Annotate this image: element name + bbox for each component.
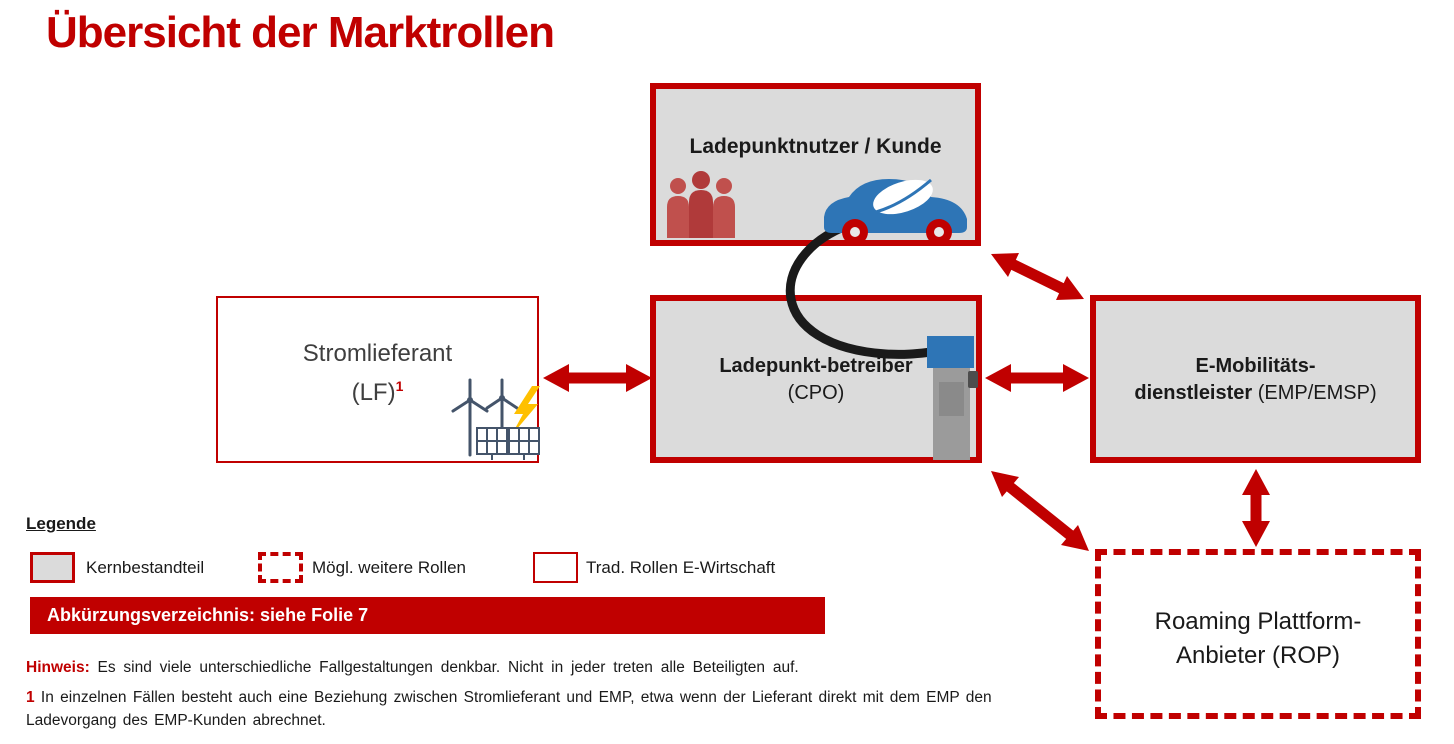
legend-label-weitere-rollen: Mögl. weitere Rollen: [312, 558, 467, 577]
cpo-line1: Ladepunkt-betreiber: [719, 355, 913, 377]
box-emobilitaetsdienstleister: E-Mobilitäts- dienstleister (EMP/EMSP): [1090, 295, 1421, 463]
legend-swatch-weitere-rollen: [258, 552, 303, 583]
arrow-cpo-emp-icon: [985, 364, 1089, 392]
box-emp-label: E-Mobilitäts- dienstleister (EMP/EMSP): [1096, 353, 1415, 407]
rop-line2: Anbieter (ROP): [1175, 642, 1341, 669]
cpo-line2: (CPO): [787, 382, 845, 404]
arrow-cpo-rop-icon: [991, 471, 1089, 551]
legend-label-trad-rollen: Trad. Rollen E-Wirtschaft: [586, 558, 776, 577]
emp-line2-regular: (EMP/EMSP): [1252, 382, 1377, 404]
box-ladepunktbetreiber-label: Ladepunkt-betreiber (CPO): [656, 353, 976, 407]
legend-heading: Legende: [26, 514, 96, 533]
legend-swatch-trad-rollen: [533, 552, 578, 583]
rop-line1: Roaming Plattform-: [1154, 608, 1362, 635]
legend-label-kernbestandteil: Kernbestandteil: [86, 558, 205, 577]
emp-line2-bold: dienstleister: [1134, 382, 1253, 404]
stromlieferant-line2: (LF): [351, 379, 396, 406]
hinweis-text: Es sind viele unterschiedliche Fallgesta…: [89, 659, 799, 676]
stromlieferant-footnote-ref: 1: [395, 378, 404, 394]
arrow-emp-rop-icon: [1242, 469, 1270, 547]
box-ladepunktnutzer-label: Ladepunktnutzer / Kunde: [689, 135, 942, 158]
footnote-1: 1 In einzelnen Fällen besteht auch eine …: [26, 686, 1026, 733]
footnote-marker: 1: [26, 689, 35, 706]
stromlieferant-line1: Stromlieferant: [302, 340, 453, 367]
hinweis-label: Hinweis:: [26, 659, 90, 676]
box-rop-label: Roaming Plattform- Anbieter (ROP): [1101, 605, 1415, 673]
page-title: Übersicht der Marktrollen: [46, 8, 555, 57]
box-stromlieferant-label: Stromlieferant (LF)1: [218, 338, 537, 409]
box-ladepunktnutzer: Ladepunktnutzer / Kunde: [650, 83, 981, 246]
hinweis-note: Hinweis: Es sind viele unterschiedliche …: [26, 659, 1036, 677]
box-stromlieferant: Stromlieferant (LF)1: [216, 296, 539, 463]
legend-swatch-kernbestandteil: [30, 552, 75, 583]
emp-line1: E-Mobilitäts-: [1195, 355, 1316, 377]
arrow-customer-emp-icon: [991, 253, 1084, 300]
box-ladepunktbetreiber: Ladepunkt-betreiber (CPO): [650, 295, 982, 463]
arrow-supplier-cpo-icon: [543, 364, 652, 392]
box-roaming-plattform: Roaming Plattform- Anbieter (ROP): [1095, 549, 1421, 719]
footnote-text: In einzelnen Fällen besteht auch eine Be…: [26, 689, 992, 730]
abbreviation-banner: Abkürzungsverzeichnis: siehe Folie 7: [30, 597, 825, 634]
